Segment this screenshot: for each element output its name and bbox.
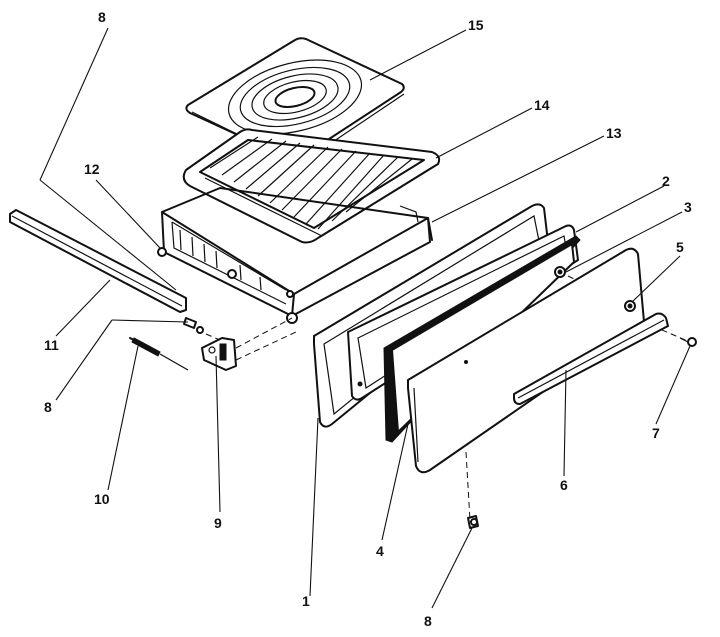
part-10-rod [129, 337, 189, 371]
callout-8-left: 8 [44, 399, 52, 415]
callout-11: 11 [44, 337, 59, 353]
callout-2: 2 [662, 173, 670, 189]
callout-12: 12 [84, 161, 100, 177]
part-11-side-rail [9, 209, 187, 313]
callouts: 8 15 14 13 12 2 3 5 11 8 7 6 10 9 4 1 8 [44, 9, 692, 629]
callout-3: 3 [684, 199, 692, 215]
part-6-handle [513, 312, 669, 405]
part-5-nut [624, 300, 636, 312]
callout-6: 6 [560, 477, 568, 493]
callout-7: 7 [652, 425, 660, 441]
part-13-drawer-box [157, 187, 433, 324]
callout-15: 15 [468, 17, 484, 33]
callout-4: 4 [376, 543, 384, 559]
callout-13: 13 [606, 125, 622, 141]
callout-5: 5 [676, 239, 684, 255]
callout-10: 10 [94, 491, 110, 507]
part-8-screw-bottom [467, 515, 479, 529]
callout-8-top-left: 8 [98, 9, 106, 25]
leader-lines [39, 27, 691, 609]
part-7-screw [679, 337, 697, 347]
callout-1: 1 [302, 593, 310, 609]
part-8-screw-left [183, 317, 204, 334]
part-2-nut [554, 266, 566, 278]
callout-9: 9 [214, 515, 222, 531]
callout-8-bottom: 8 [424, 613, 432, 629]
part-14-broiler-grid [182, 128, 441, 244]
callout-14: 14 [534, 97, 550, 113]
part-9-bracket [201, 337, 237, 371]
